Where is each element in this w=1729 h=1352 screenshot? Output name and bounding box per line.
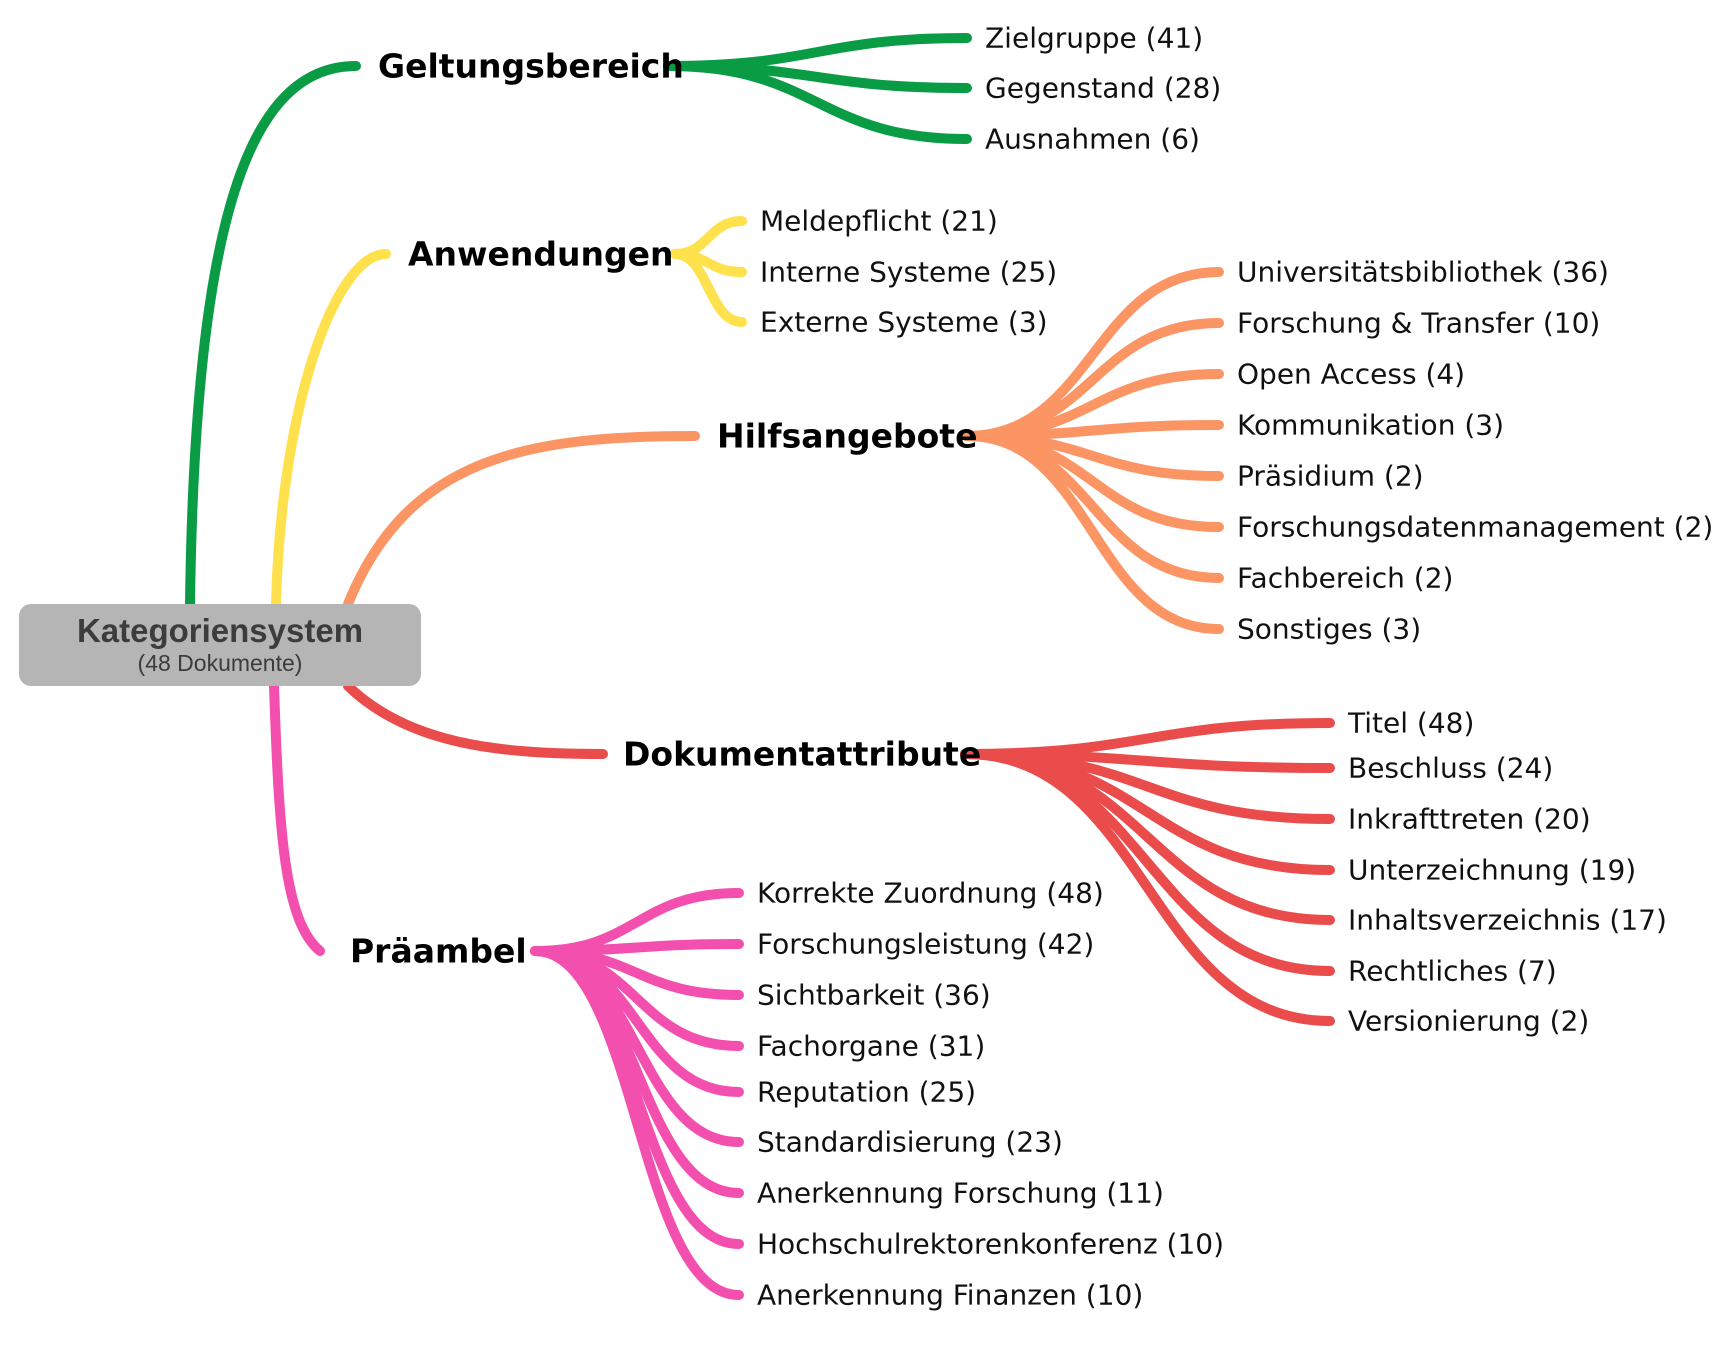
link-root-dokumentattribute bbox=[343, 681, 608, 759]
link-geltungsbereich-2 bbox=[663, 61, 972, 144]
leaf-hilfsangebote-2: Open Access (4) bbox=[1237, 357, 1466, 391]
leaf-praeambel-5: Standardisierung (23) bbox=[757, 1125, 1063, 1159]
leaf-hilfsangebote-7: Sonstiges (3) bbox=[1237, 612, 1422, 646]
branch-praeambel: Präambel bbox=[350, 931, 527, 971]
link-root-anwendungen bbox=[271, 249, 391, 609]
leaf-praeambel-2: Sichtbarkeit (36) bbox=[757, 978, 991, 1012]
root-node: Kategoriensystem (48 Dokumente) bbox=[19, 604, 421, 686]
link-praeambel-8 bbox=[530, 946, 744, 1300]
link-root-geltungsbereich bbox=[185, 61, 361, 609]
branch-hilfsangebote: Hilfsangebote bbox=[717, 416, 978, 456]
leaf-hilfsangebote-1: Forschung & Transfer (10) bbox=[1237, 306, 1601, 340]
leaf-praeambel-7: Hochschulrektorenkonferenz (10) bbox=[757, 1227, 1225, 1261]
branch-dokumentattribute: Dokumentattribute bbox=[623, 734, 982, 774]
leaf-dokumentattribute-6: Versionierung (2) bbox=[1348, 1004, 1590, 1038]
leaf-anwendungen-2: Externe Systeme (3) bbox=[760, 305, 1048, 339]
leaf-dokumentattribute-2: Inkrafttreten (20) bbox=[1348, 802, 1591, 836]
link-root-praeambel bbox=[269, 681, 325, 956]
branch-geltungsbereich: Geltungsbereich bbox=[378, 46, 684, 86]
leaf-dokumentattribute-0: Titel (48) bbox=[1348, 706, 1475, 740]
leaf-hilfsangebote-4: Präsidium (2) bbox=[1237, 459, 1424, 493]
leaf-praeambel-0: Korrekte Zuordnung (48) bbox=[757, 876, 1104, 910]
leaf-hilfsangebote-5: Forschungsdatenmanagement (2) bbox=[1237, 510, 1714, 544]
leaf-geltungsbereich-1: Gegenstand (28) bbox=[985, 71, 1222, 105]
link-root-hilfsangebote bbox=[343, 431, 700, 609]
leaf-praeambel-4: Reputation (25) bbox=[757, 1075, 977, 1109]
branch-anwendungen: Anwendungen bbox=[408, 234, 674, 274]
root-subtitle: (48 Dokumente) bbox=[137, 650, 303, 676]
leaf-hilfsangebote-6: Fachbereich (2) bbox=[1237, 561, 1454, 595]
leaf-praeambel-1: Forschungsleistung (42) bbox=[757, 927, 1095, 961]
leaf-anwendungen-1: Interne Systeme (25) bbox=[760, 255, 1058, 289]
leaf-praeambel-8: Anerkennung Finanzen (10) bbox=[757, 1278, 1144, 1312]
link-anwendungen-2 bbox=[670, 249, 747, 327]
leaf-praeambel-3: Fachorgane (31) bbox=[757, 1029, 986, 1063]
link-hilfsangebote-7 bbox=[962, 431, 1224, 634]
leaf-geltungsbereich-0: Zielgruppe (41) bbox=[985, 21, 1204, 55]
leaf-dokumentattribute-1: Beschluss (24) bbox=[1348, 751, 1554, 785]
leaf-praeambel-6: Anerkennung Forschung (11) bbox=[757, 1176, 1164, 1210]
leaf-hilfsangebote-0: Universitätsbibliothek (36) bbox=[1237, 255, 1609, 289]
leaf-dokumentattribute-4: Inhaltsverzeichnis (17) bbox=[1348, 903, 1667, 937]
leaf-dokumentattribute-5: Rechtliches (7) bbox=[1348, 954, 1557, 988]
leaf-dokumentattribute-3: Unterzeichnung (19) bbox=[1348, 853, 1637, 887]
leaf-anwendungen-0: Meldepflicht (21) bbox=[760, 204, 998, 238]
root-title: Kategoriensystem bbox=[76, 612, 364, 649]
leaf-geltungsbereich-2: Ausnahmen (6) bbox=[985, 122, 1200, 156]
leaf-hilfsangebote-3: Kommunikation (3) bbox=[1237, 408, 1504, 442]
link-dokumentattribute-6 bbox=[960, 749, 1335, 1026]
